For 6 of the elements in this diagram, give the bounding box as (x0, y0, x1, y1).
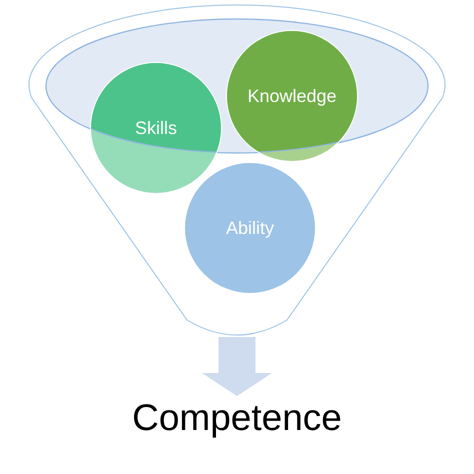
circle-label: Skills (134, 117, 177, 139)
circle-label: Knowledge (247, 85, 337, 107)
result-label: Competence (132, 396, 342, 440)
funnel (29, 3, 445, 337)
down-arrow (202, 337, 272, 396)
circle-label: Ability (226, 217, 274, 239)
